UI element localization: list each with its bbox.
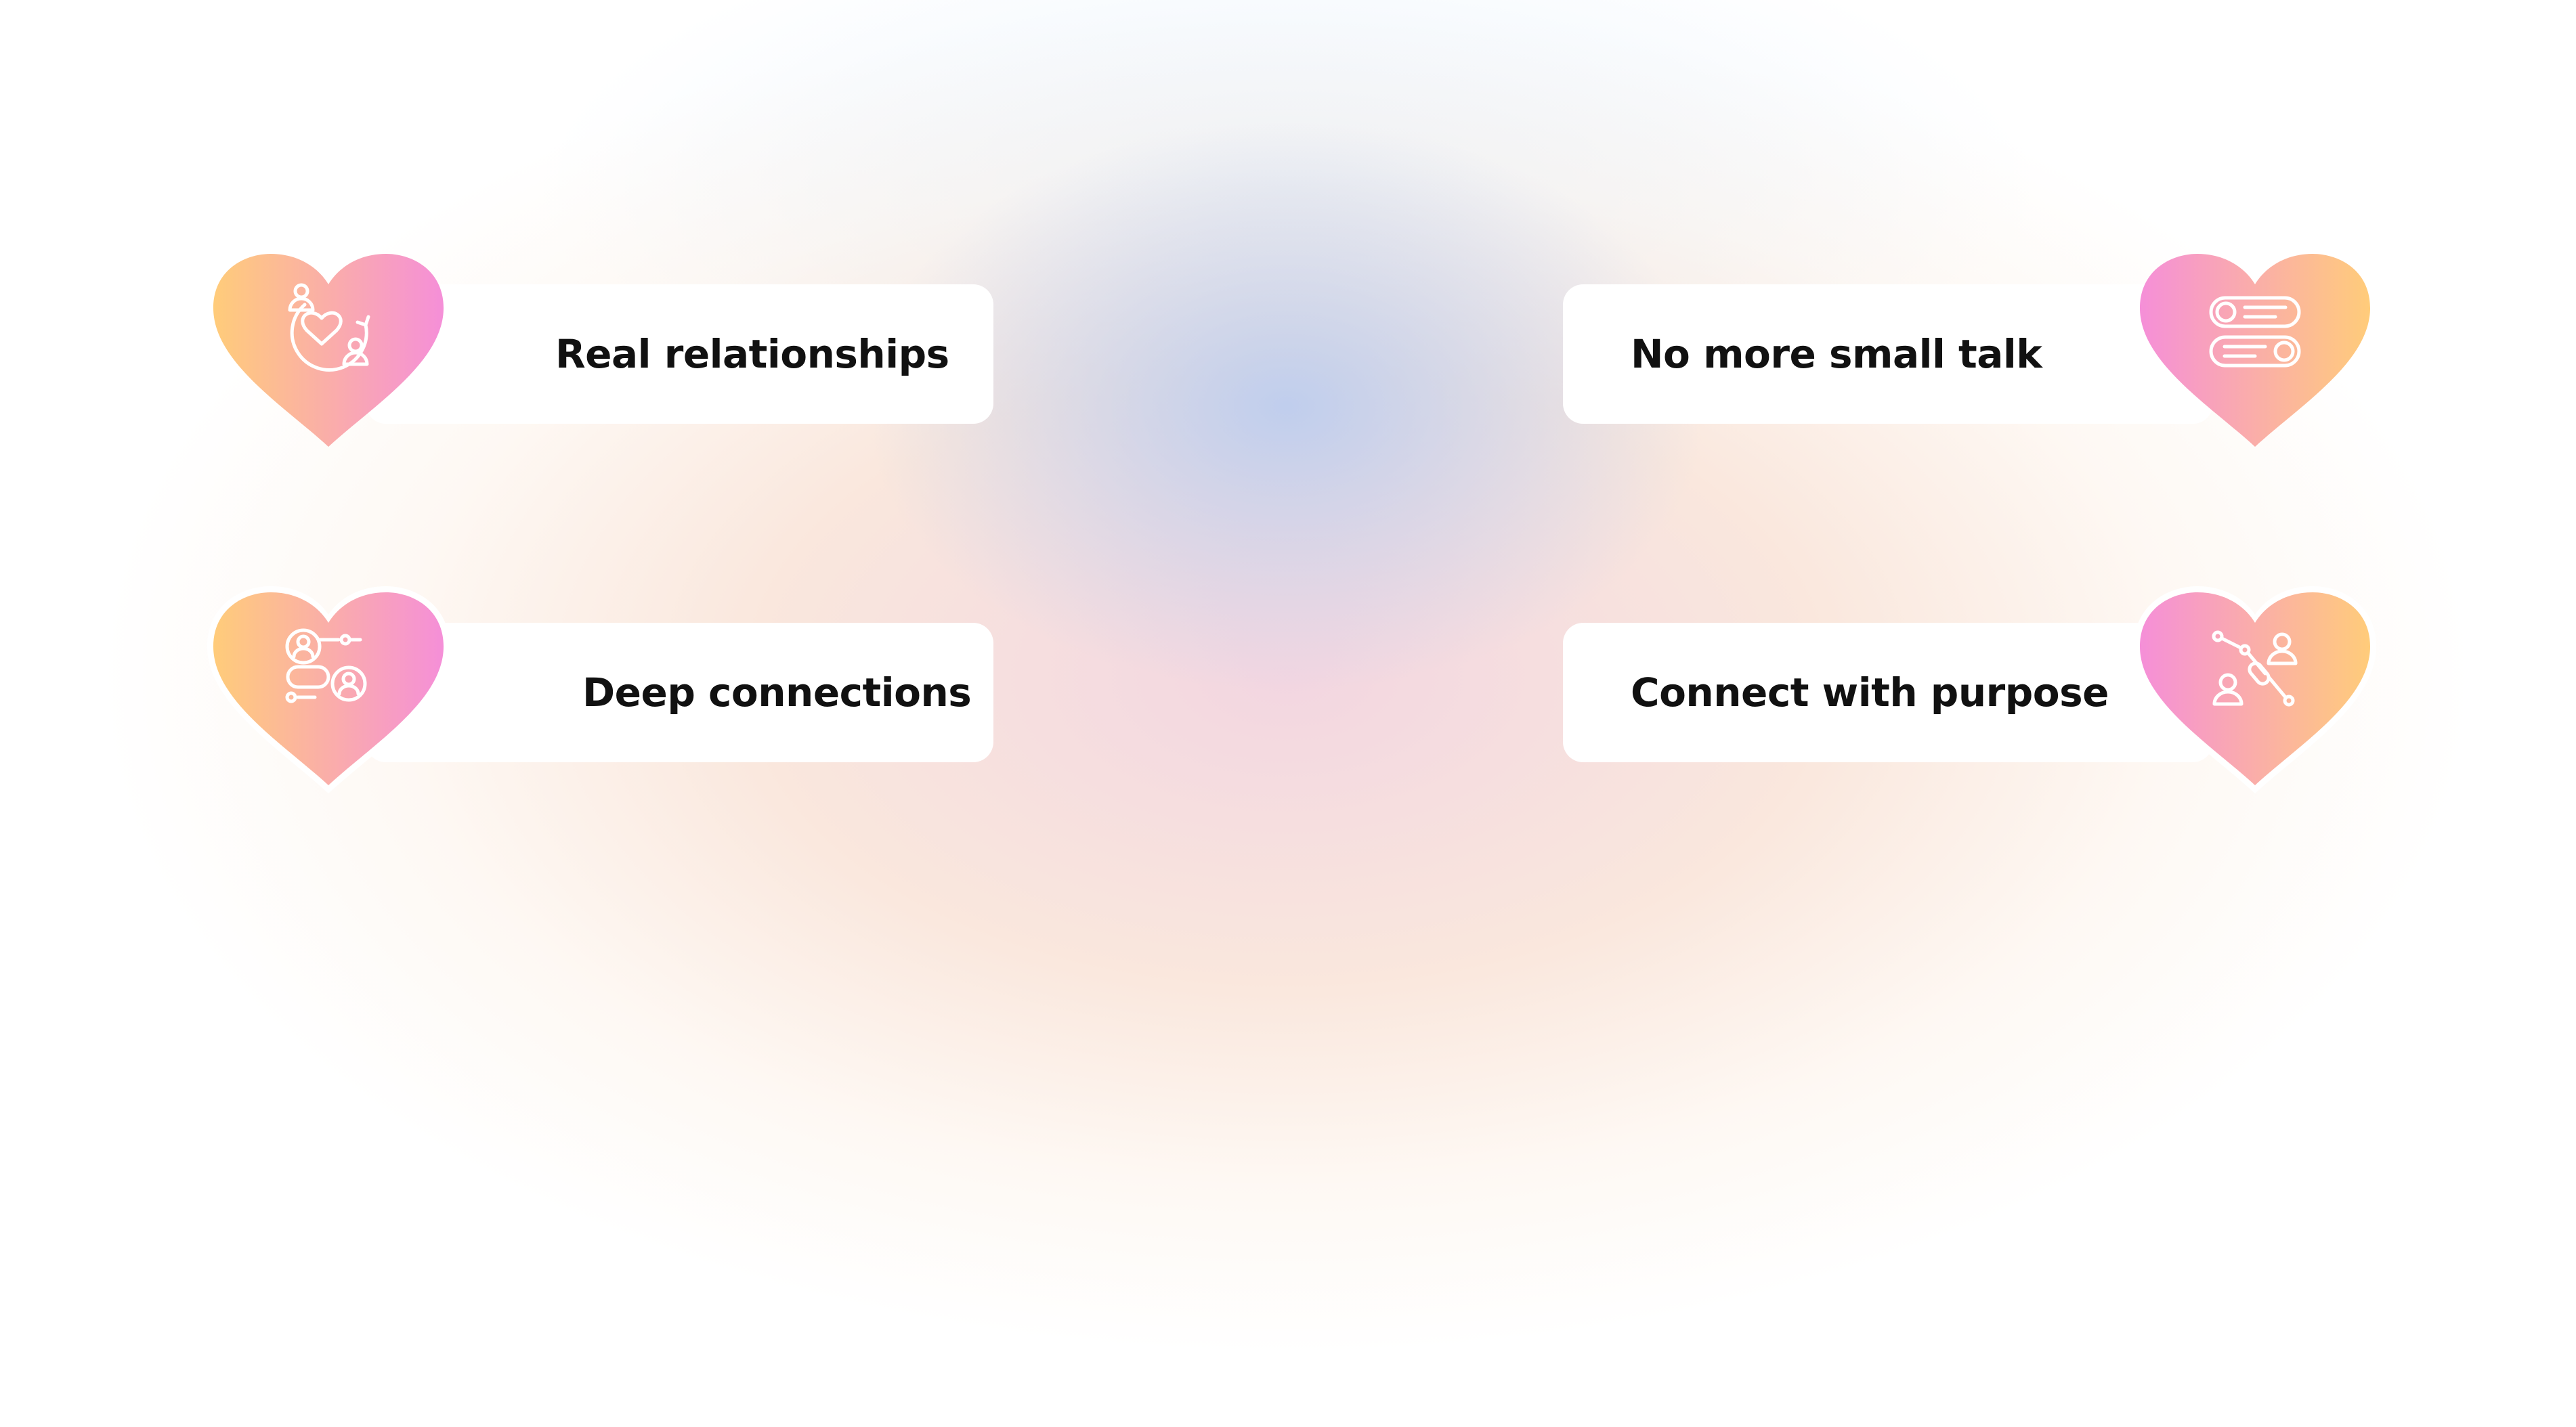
network-people-icon	[203, 582, 454, 806]
chat-bubbles-people-icon	[2130, 244, 2380, 467]
feature-card-deep-connections: Deep connections	[366, 623, 993, 762]
people-link-icon	[2130, 582, 2380, 806]
feature-card-connect-with-purpose: Connect with purpose	[1563, 623, 2213, 762]
feature-label: Connect with purpose	[1631, 669, 2109, 716]
feature-card-no-more-small-talk: No more small talk	[1563, 284, 2213, 424]
feature-label: Deep connections	[582, 669, 972, 716]
feature-label: No more small talk	[1631, 331, 2042, 377]
feature-card-real-relationships: Real relationships	[366, 284, 993, 424]
heart-cycle-people-icon	[203, 244, 454, 467]
feature-label: Real relationships	[555, 331, 949, 377]
